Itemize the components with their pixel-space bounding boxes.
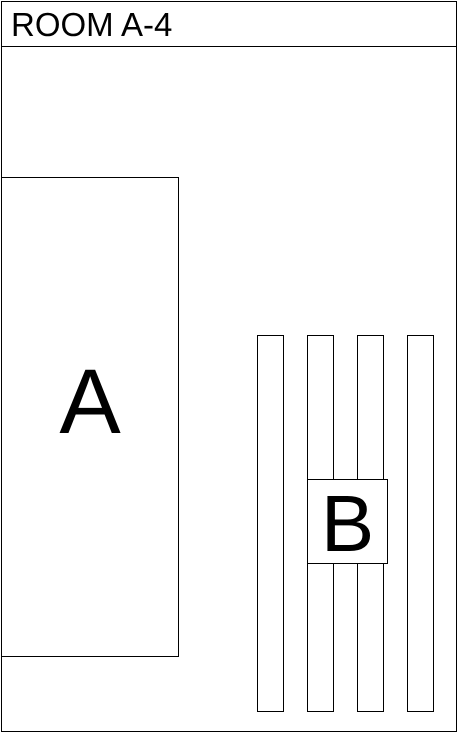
room-header: ROOM A-4	[2, 2, 456, 47]
bar-4[interactable]	[407, 335, 434, 712]
bar-1[interactable]	[257, 335, 284, 712]
zone-a[interactable]: A	[2, 177, 179, 657]
zone-b[interactable]: B	[307, 479, 388, 564]
zone-a-label: A	[59, 351, 121, 453]
room-title: ROOM A-4	[11, 6, 173, 43]
zone-b-label: B	[320, 479, 375, 568]
